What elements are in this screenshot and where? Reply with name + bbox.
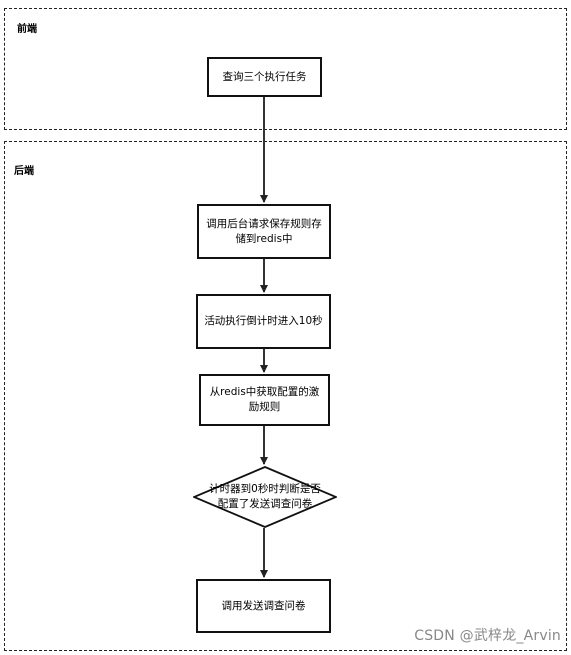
node-countdown: 活动执行倒计时进入10秒 (196, 294, 331, 349)
frontend-lane (4, 8, 567, 130)
backend-lane (4, 141, 567, 651)
decision-label: 计时器到0秒时判断是否配置了发送调查问卷 (209, 483, 321, 510)
node-get-rules: 从redis中获取配置的激励规则 (199, 374, 330, 426)
watermark: CSDN @武梓龙_Arvin (414, 628, 561, 644)
node-save-rules: 调用后台请求保存规则存储到redis中 (197, 204, 331, 259)
backend-lane-title: 后端 (14, 166, 34, 177)
decision-shape (193, 466, 337, 528)
node-query-tasks: 查询三个执行任务 (207, 57, 322, 97)
frontend-lane-title: 前端 (17, 24, 37, 35)
node-decision: 计时器到0秒时判断是否配置了发送调查问卷 (193, 466, 337, 528)
node-send-survey: 调用发送调查问卷 (196, 579, 331, 633)
